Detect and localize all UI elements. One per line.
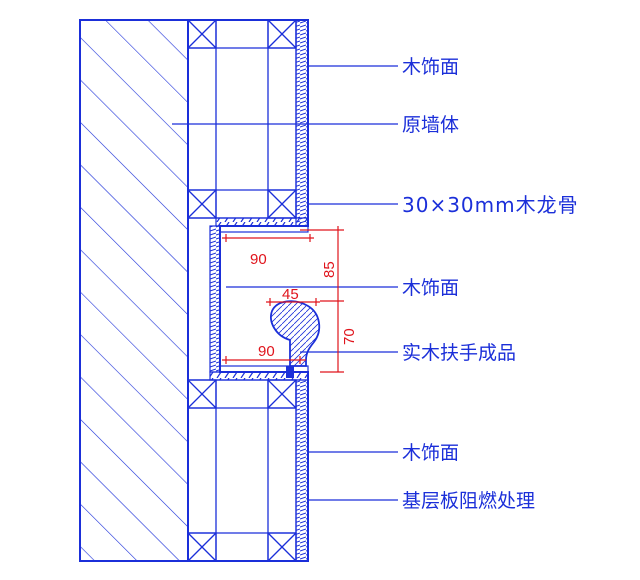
label-original-wall: 原墙体 [402, 114, 459, 136]
lower-board-strip [295, 379, 309, 562]
dim-niche-height: 85 [321, 261, 338, 278]
leader-lines [172, 65, 398, 501]
upper-board-strip [215, 19, 309, 227]
label-wood-face-bottom: 木饰面 [402, 442, 459, 464]
dim-niche-depth-top: 90 [250, 251, 267, 268]
dim-handrail-height: 70 [341, 328, 358, 345]
original-wall [79, 19, 189, 562]
label-fireproof-base-board: 基层板阻燃处理 [402, 490, 535, 512]
dim-handrail-width: 45 [282, 286, 299, 303]
handrail-profile [270, 300, 321, 378]
lower-keel-frame [187, 379, 297, 562]
label-keel: 30×30mm木龙骨 [402, 193, 579, 217]
dim-niche-depth-bottom: 90 [258, 343, 275, 360]
label-handrail: 实木扶手成品 [402, 342, 516, 364]
dimension-lines [222, 226, 344, 373]
label-wood-face-middle: 木饰面 [402, 277, 459, 299]
upper-keel-frame [187, 19, 297, 219]
label-wood-face-top: 木饰面 [402, 56, 459, 78]
niche-lining [209, 225, 309, 381]
